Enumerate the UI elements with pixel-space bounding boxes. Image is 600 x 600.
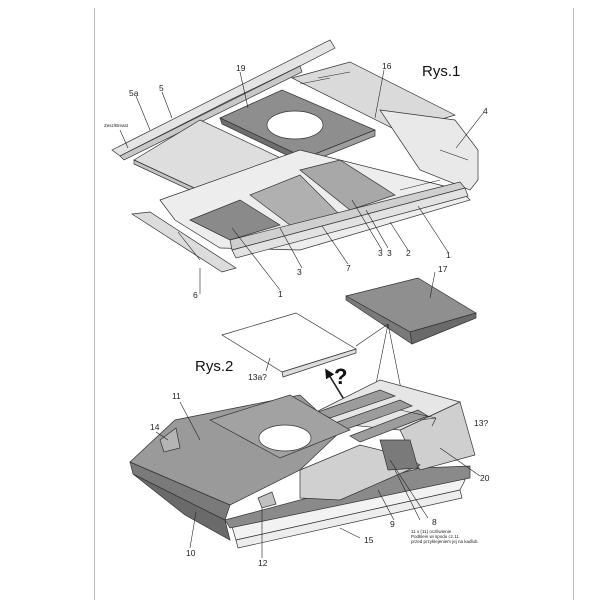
- label-2: 2: [406, 248, 411, 258]
- part-6-plate: [130, 211, 237, 273]
- label-3c: 3: [387, 248, 392, 258]
- label-10: 10: [186, 548, 196, 558]
- part-15-bottom-plate: [235, 489, 463, 549]
- label-11: 11: [172, 391, 181, 401]
- label-20: 20: [480, 473, 490, 483]
- label-13: 13?: [474, 418, 488, 428]
- label-3a: 3: [297, 267, 302, 277]
- note-line-2: Podklein wi spodu cz.11: [411, 534, 459, 539]
- label-1a: 1: [446, 250, 451, 260]
- part-5a-rail-edge: [119, 65, 303, 161]
- note-line-3: przed przyklejeniem jej na kadlub: [411, 539, 478, 544]
- label-1b: 1: [278, 289, 283, 299]
- figure-2-title: Rys.2: [195, 358, 233, 375]
- label-7: 7: [346, 263, 351, 273]
- part-8-fender: [379, 439, 419, 471]
- part-17-plate-edge-left: [345, 295, 413, 345]
- part-7-side: [231, 187, 469, 259]
- part-4-rail: [379, 109, 479, 191]
- label-8: 8: [432, 517, 437, 527]
- label-3b: 3: [378, 248, 383, 258]
- label-13a: 13a?: [248, 372, 267, 382]
- label-6: 6: [193, 290, 198, 300]
- figure-1-title: Rys.1: [422, 63, 460, 80]
- part-14-left-edge: [159, 427, 181, 453]
- figure-2-assembled: [129, 379, 481, 558]
- part-12-hatch: [257, 491, 277, 509]
- label-15: 15: [364, 535, 374, 545]
- label-4: 4: [483, 106, 488, 116]
- figure-1-exploded: [111, 39, 485, 294]
- part-19-turret-hole: [266, 110, 324, 140]
- label-16: 16: [382, 61, 392, 71]
- label-5a: 5a: [129, 88, 139, 98]
- label-12: 12: [258, 558, 268, 568]
- question-mark: ?: [334, 364, 347, 389]
- label-14: 14: [150, 422, 160, 432]
- label-9: 9: [390, 519, 395, 529]
- part-13a-plate-edge: [281, 348, 357, 378]
- part-3-floor-mid: [299, 159, 396, 211]
- label-17: 17: [438, 264, 448, 274]
- label-19: 19: [236, 63, 246, 73]
- label-note-left: Zesz/Breast: [104, 123, 129, 128]
- note-line-1: 11 x (11) oczliwienie: [411, 529, 452, 534]
- part-3-floor-left: [189, 199, 281, 241]
- sheet-border: [94, 8, 574, 600]
- label-5: 5: [159, 83, 164, 93]
- turret-ring-hole: [258, 424, 312, 452]
